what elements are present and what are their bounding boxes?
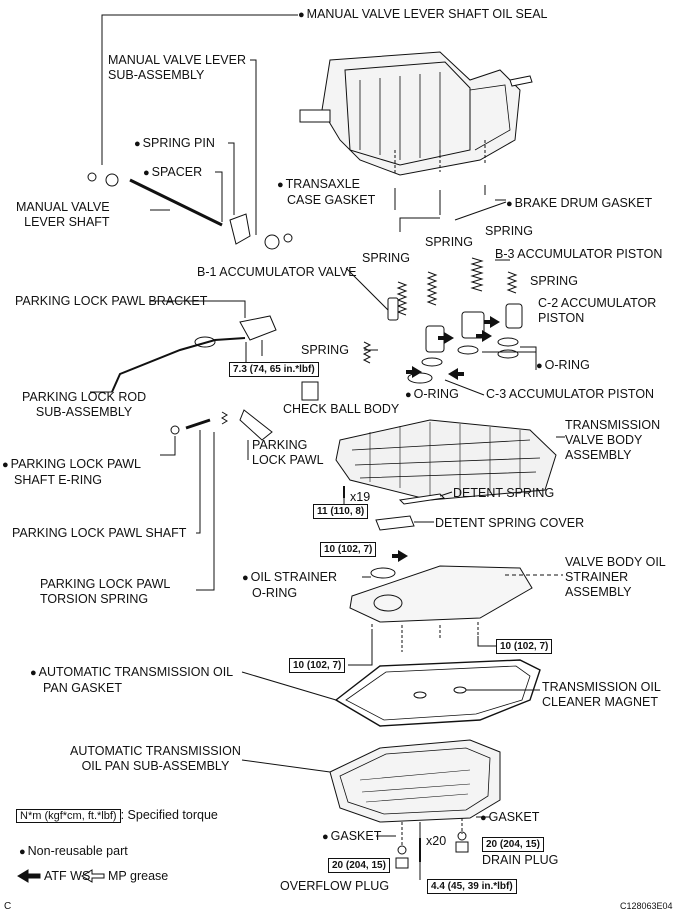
legend-non-reusable: Non-reusable part bbox=[19, 844, 128, 860]
label-spring-c: SPRING bbox=[362, 251, 410, 265]
torque-bracket: 7.3 (74, 65 in.*lbf) bbox=[229, 362, 319, 377]
valve-body-drawing bbox=[335, 419, 557, 501]
label-spring-e: SPRING bbox=[301, 343, 349, 357]
footer-figure-code: C128063E04 bbox=[620, 901, 673, 911]
legend-mp-grease: MP grease bbox=[108, 869, 169, 883]
label-spring-pin: SPRING PIN bbox=[134, 136, 215, 152]
label-spring-d: SPRING bbox=[530, 274, 578, 288]
torque-valve-body: 11 (110, 8) bbox=[313, 504, 369, 519]
label-o-ring-right: O-RING bbox=[536, 358, 590, 374]
label-b1-accumulator-valve: B-1 ACCUMULATOR VALVE bbox=[197, 265, 357, 279]
torque-strainer-left: 10 (102, 7) bbox=[289, 658, 346, 673]
torque-strainer-right: 10 (102, 7) bbox=[496, 639, 553, 654]
label-spring-a: SPRING bbox=[485, 224, 533, 238]
torque-pan-bolts: 4.4 (45, 39 in.*lbf) bbox=[427, 879, 517, 894]
label-spacer: SPACER bbox=[143, 165, 202, 181]
label-parking-lock-pawl-shaft: PARKING LOCK PAWL SHAFT bbox=[12, 526, 187, 540]
label-parking-lock-pawl-bracket: PARKING LOCK PAWL BRACKET bbox=[15, 294, 208, 308]
torque-overflow-plug: 20 (204, 15) bbox=[328, 858, 390, 873]
label-detent-spring-cover: DETENT SPRING COVER bbox=[435, 516, 585, 530]
label-overflow-plug: OVERFLOW PLUG bbox=[280, 879, 390, 893]
label-drain-plug: DRAIN PLUG bbox=[482, 853, 559, 867]
torque-drain-plug: 20 (204, 15) bbox=[482, 837, 544, 852]
label-count-19: x19 bbox=[350, 490, 371, 504]
label-count-20: x20 bbox=[426, 834, 447, 848]
legend-torque-text: : Specified torque bbox=[120, 808, 218, 822]
label-detent-spring: DETENT SPRING bbox=[453, 486, 555, 500]
label-check-ball-body: CHECK BALL BODY bbox=[283, 402, 400, 416]
label-spring-b: SPRING bbox=[425, 235, 473, 249]
label-o-ring-left: O-RING bbox=[405, 387, 459, 403]
legend-torque: N*m (kgf*cm, ft.*lbf): Specified torque bbox=[16, 808, 218, 824]
label-brake-drum-gasket: BRAKE DRUM GASKET bbox=[506, 196, 653, 212]
spring-drawings bbox=[362, 257, 518, 364]
legend-atf: ATF WS bbox=[44, 869, 91, 883]
oil-pan-drawing bbox=[329, 739, 501, 823]
torque-detent: 10 (102, 7) bbox=[320, 542, 377, 557]
label-manual-valve-lever-shaft-oil-seal: MANUAL VALVE LEVER SHAFT OIL SEAL bbox=[298, 7, 548, 23]
transaxle-case-drawing bbox=[299, 51, 533, 176]
legend-torque-box: N*m (kgf*cm, ft.*lbf) bbox=[16, 809, 121, 823]
label-gasket-right: GASKET bbox=[480, 810, 540, 826]
label-gasket-left: GASKET bbox=[322, 829, 382, 845]
label-c3-accumulator-piston: C-3 ACCUMULATOR PISTON bbox=[486, 387, 655, 401]
footer-letter: C bbox=[4, 901, 12, 912]
atf-arrows bbox=[392, 316, 500, 562]
label-b3-accumulator-piston: B-3 ACCUMULATOR PISTON bbox=[495, 247, 663, 261]
